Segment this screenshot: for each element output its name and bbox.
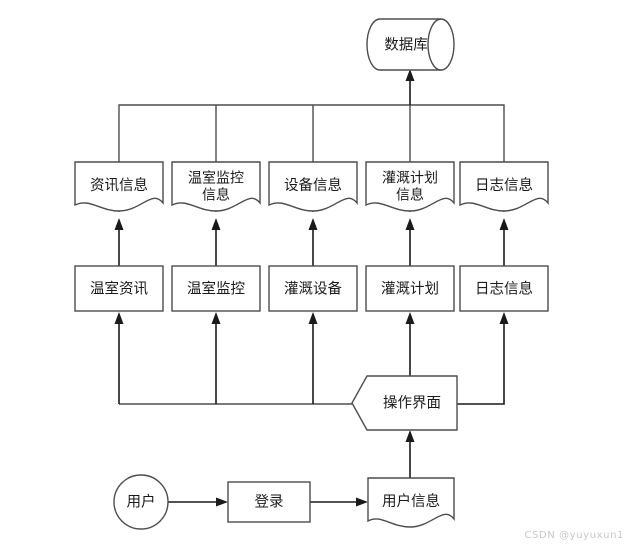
userinfo-to-operation-arrow: [405, 430, 415, 478]
document-label-irrigation-plan-info-line1: 灌溉计划: [382, 170, 438, 186]
document-label-greenhouse-monitor-info-line1: 温室监控: [188, 170, 244, 186]
database-label: 数据库: [384, 36, 428, 53]
document-label-irrigation-plan-info-line2: 信息: [396, 187, 424, 203]
login-process-node[interactable]: 登录: [227, 481, 311, 523]
operation-interface-node[interactable]: 操作界面: [351, 375, 458, 431]
process-label-greenhouse-monitor: 温室监控: [187, 280, 245, 297]
process-label-greenhouse-news: 温室资讯: [90, 280, 148, 297]
process-node-irrigation-device[interactable]: 灌溉设备: [268, 265, 358, 312]
user-to-login-arrow: [168, 497, 228, 507]
process-node-greenhouse-monitor[interactable]: 温室监控: [171, 265, 261, 312]
watermark: CSDN @yuyuxun1: [524, 530, 624, 541]
document-node-news-info[interactable]: 资讯信息: [74, 161, 164, 212]
process-node-irrigation-plan[interactable]: 灌溉计划: [365, 265, 455, 312]
document-node-irrigation-plan-info[interactable]: 灌溉计划 信息: [365, 161, 455, 212]
login-to-userinfo-arrow: [310, 497, 368, 507]
user-actor-label: 用户: [127, 493, 156, 510]
user-info-document-node[interactable]: 用户信息: [367, 477, 455, 528]
document-node-log-info[interactable]: 日志信息: [459, 161, 549, 212]
database-node[interactable]: 数据库: [366, 18, 455, 71]
bus-to-database-arrow: [405, 69, 415, 105]
document-node-device-info[interactable]: 设备信息: [268, 161, 358, 212]
process-label-irrigation-device: 灌溉设备: [284, 280, 342, 297]
login-process-label: 登录: [255, 493, 284, 510]
document-label-log-info: 日志信息: [475, 177, 533, 194]
process-to-document-arrows: [114, 218, 509, 266]
operation-to-log-connector: [457, 312, 509, 405]
operation-interface-label: 操作界面: [383, 394, 441, 411]
document-label-device-info: 设备信息: [284, 177, 342, 194]
process-node-log-info[interactable]: 日志信息: [459, 265, 549, 312]
document-label-greenhouse-monitor-info-line2: 信息: [202, 187, 230, 203]
document-label-news-info: 资讯信息: [90, 177, 148, 194]
process-node-greenhouse-news[interactable]: 温室资讯: [74, 265, 164, 312]
process-label-log-info: 日志信息: [475, 280, 533, 297]
user-info-document-label: 用户信息: [382, 493, 440, 510]
process-label-irrigation-plan: 灌溉计划: [381, 280, 439, 297]
user-actor-node[interactable]: 用户: [113, 474, 169, 530]
document-node-greenhouse-monitor-info[interactable]: 温室监控 信息: [171, 161, 261, 212]
